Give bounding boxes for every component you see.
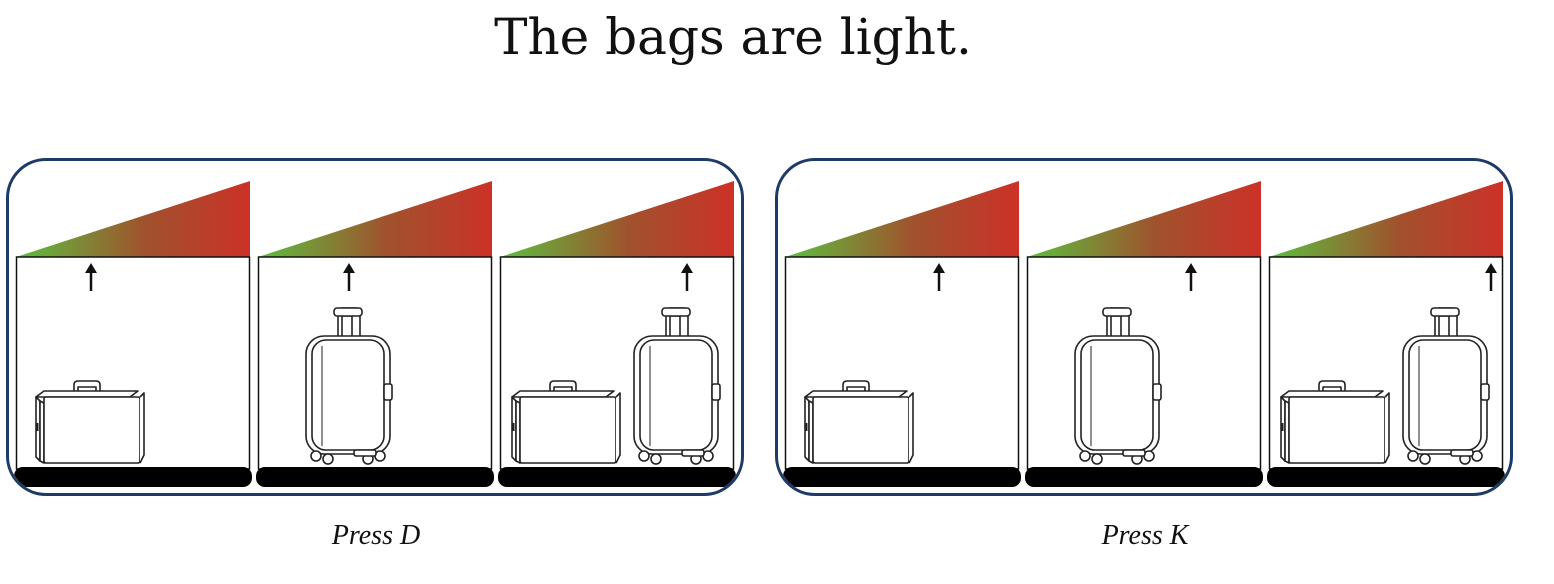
suitcase-icon <box>633 307 721 465</box>
choice-label-left: Press D <box>331 520 421 551</box>
weight-indicator-arrow <box>933 263 945 291</box>
sentence-text: The bags are light. <box>494 8 972 66</box>
scene-graphic <box>1025 181 1263 487</box>
weight-indicator-arrow <box>681 263 693 291</box>
scene-panel <box>783 181 1021 491</box>
briefcase-icon <box>35 380 145 464</box>
scene-panel <box>14 181 252 491</box>
weight-scale-gradient <box>1027 181 1261 257</box>
floor-bar <box>498 467 736 487</box>
suitcase-icon <box>305 307 393 465</box>
weight-scale-gradient <box>500 181 734 257</box>
choice-option-right[interactable] <box>775 158 1513 496</box>
scene-graphic <box>498 181 736 487</box>
floor-bar <box>1267 467 1505 487</box>
suitcase-icon <box>1402 307 1490 465</box>
scene-panel <box>1267 181 1505 491</box>
floor-bar <box>14 467 252 487</box>
floor-bar <box>783 467 1021 487</box>
weight-indicator-arrow <box>1185 263 1197 291</box>
scene-graphic <box>14 181 252 487</box>
floor-bar <box>1025 467 1263 487</box>
weight-scale-gradient <box>785 181 1019 257</box>
scene-graphic <box>256 181 494 487</box>
scene-panel <box>256 181 494 491</box>
scene-graphic <box>1267 181 1505 487</box>
weight-indicator-arrow <box>1485 263 1497 291</box>
weight-indicator-arrow <box>343 263 355 291</box>
choice-option-left[interactable] <box>6 158 744 496</box>
scene-panel <box>498 181 736 491</box>
weight-scale-gradient <box>1269 181 1503 257</box>
briefcase-icon <box>1280 380 1390 464</box>
briefcase-icon <box>804 380 914 464</box>
briefcase-icon <box>511 380 621 464</box>
floor-bar <box>256 467 494 487</box>
scene-graphic <box>783 181 1021 487</box>
suitcase-icon <box>1074 307 1162 465</box>
weight-scale-gradient <box>16 181 250 257</box>
scene-panel <box>1025 181 1263 491</box>
choice-label-right: Press K <box>1101 520 1189 551</box>
weight-scale-gradient <box>258 181 492 257</box>
weight-indicator-arrow <box>85 263 97 291</box>
